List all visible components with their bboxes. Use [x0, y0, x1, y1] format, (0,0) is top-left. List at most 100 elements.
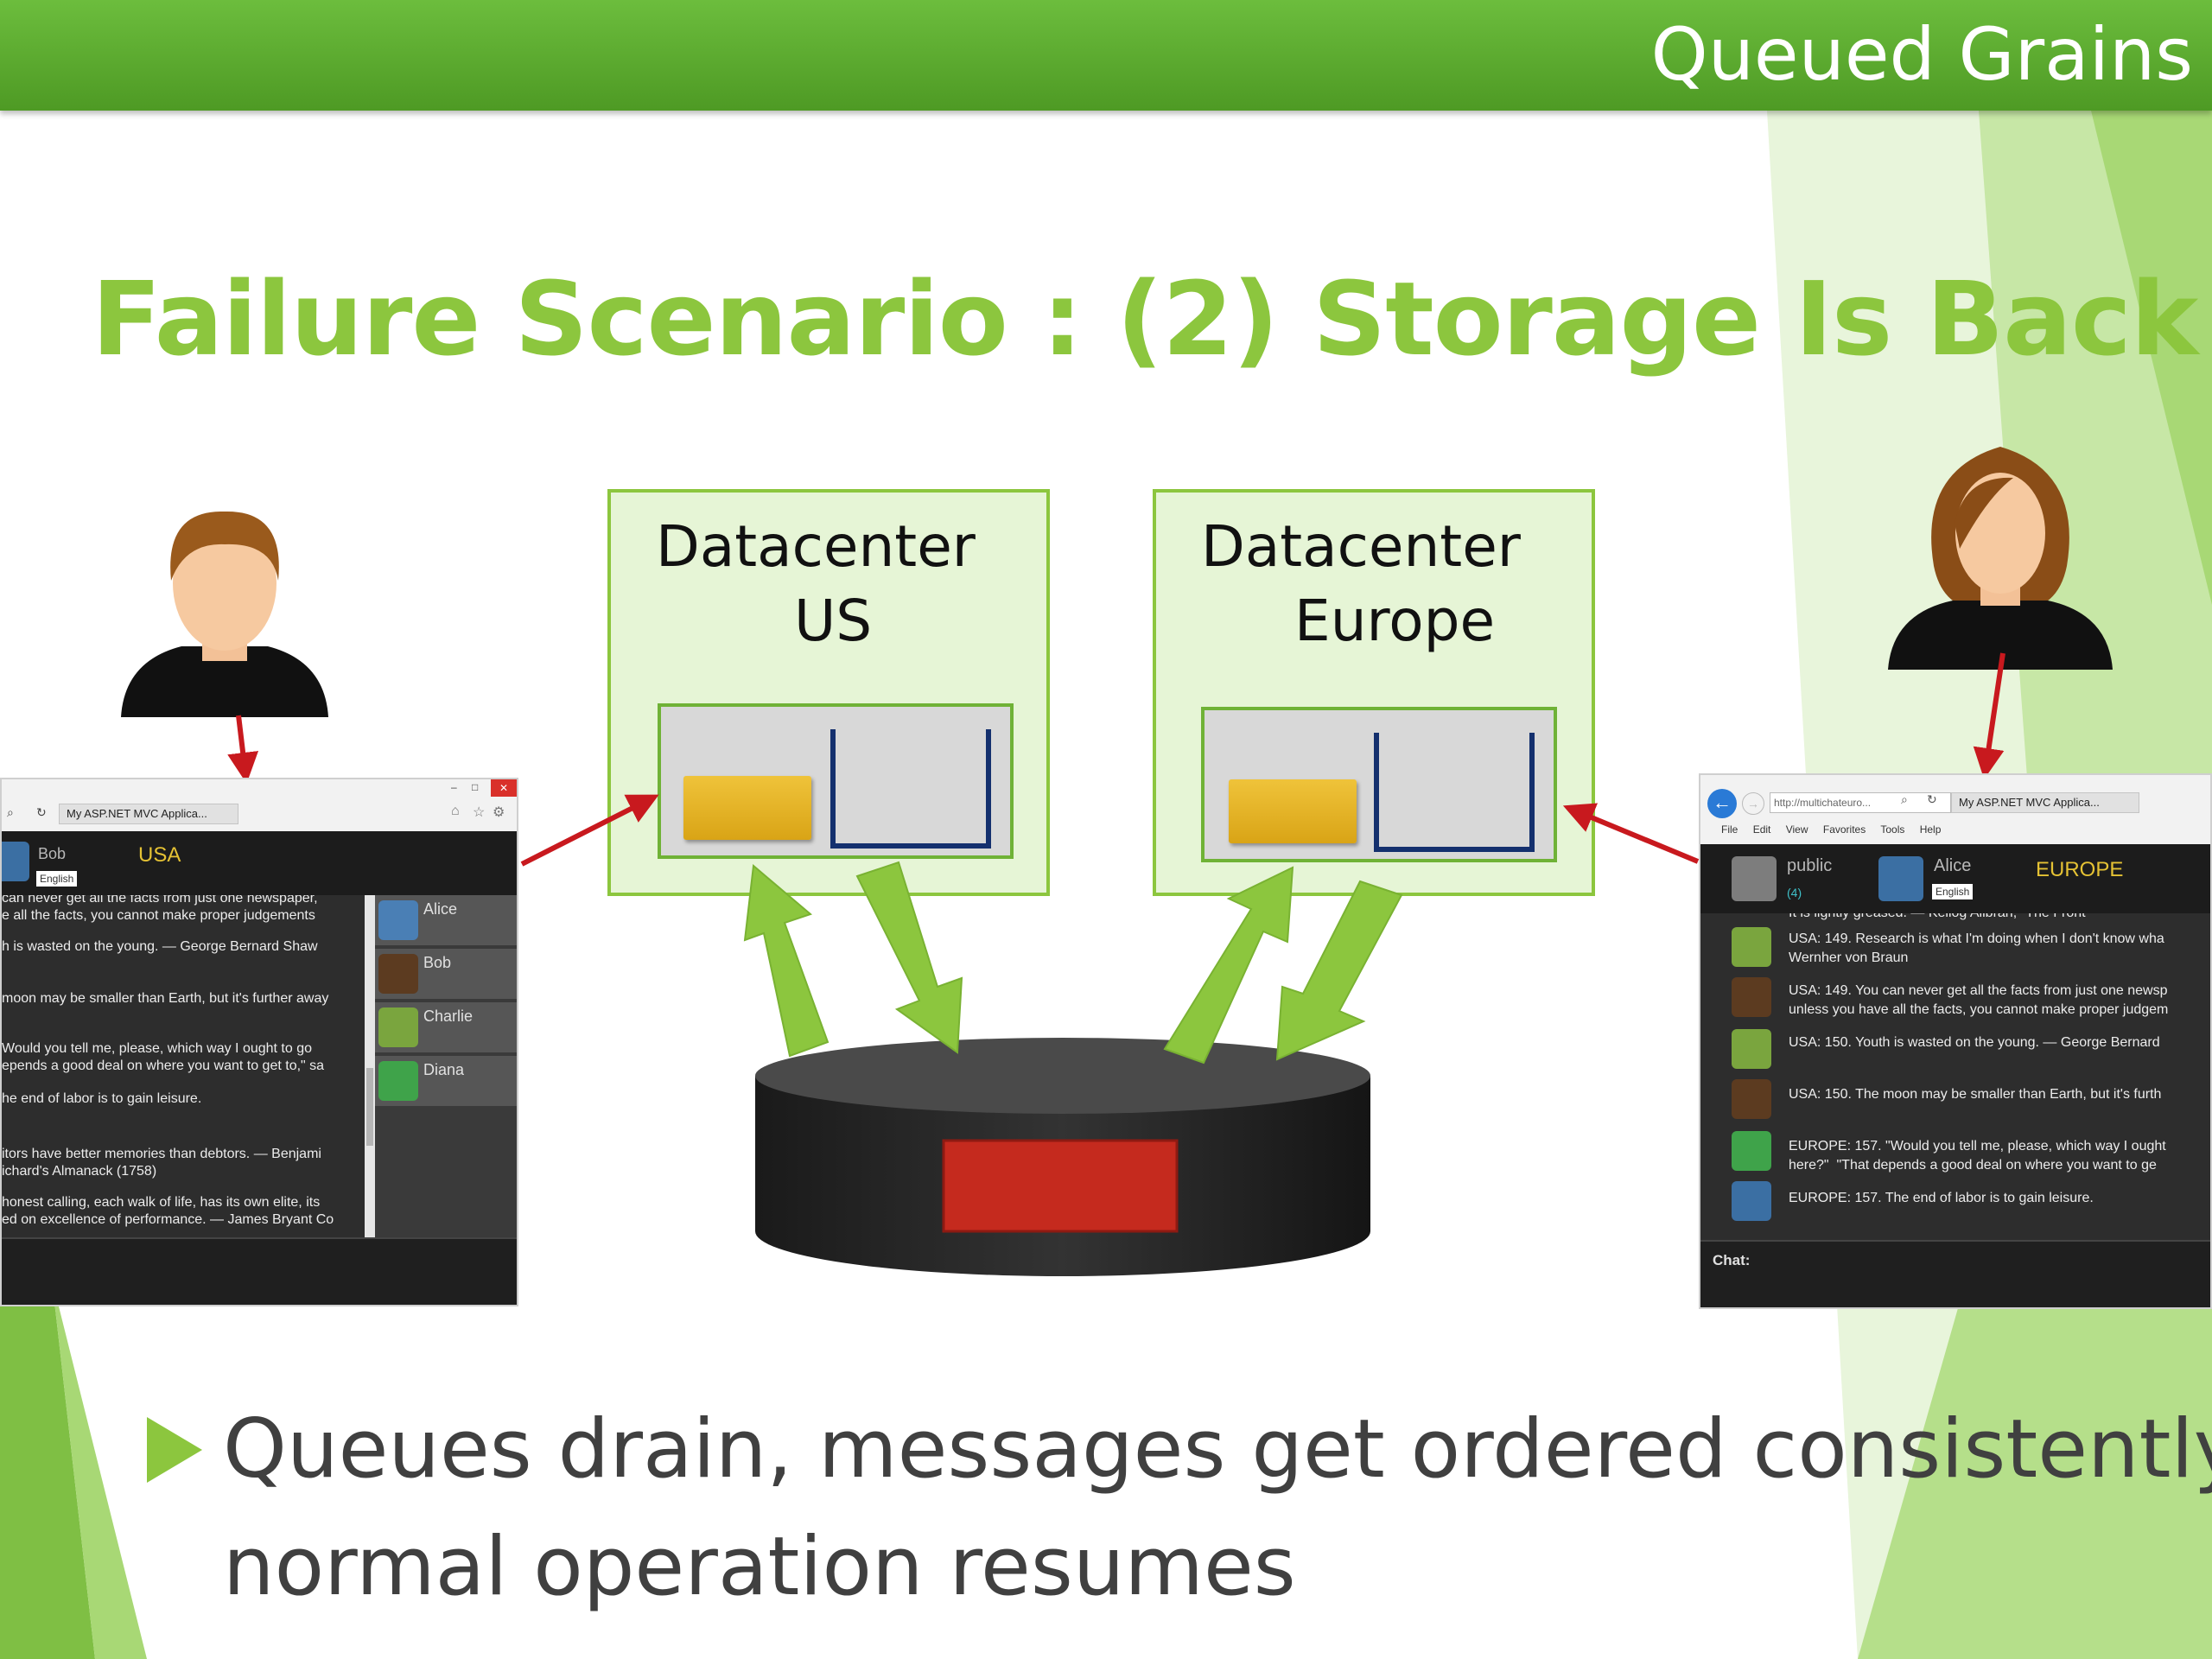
avatar: [1732, 1029, 1771, 1069]
favorites-icon[interactable]: ☆: [473, 805, 486, 820]
message-line: he end of labor is to gain leisure.: [2, 1091, 202, 1106]
gear-icon[interactable]: ⚙: [493, 805, 505, 820]
avatar: [1878, 856, 1923, 901]
minimize-icon[interactable]: –: [451, 781, 457, 793]
avatar: [378, 954, 418, 994]
user-woman-icon: [1888, 447, 2113, 670]
message-line: epends a good deal on where you want to …: [2, 1058, 325, 1073]
address-bar[interactable]: http://multichateuro...: [1770, 792, 1951, 813]
message-line: USA: 149. Research is what I'm doing whe…: [1789, 931, 2164, 946]
avatar: [1732, 977, 1771, 1017]
chat-header: Bob English USA: [2, 831, 517, 895]
header-title: Queued Grains: [1650, 12, 2193, 97]
home-icon[interactable]: ⌂: [451, 804, 460, 818]
avatar: [1732, 1079, 1771, 1119]
refresh-icon[interactable]: ↻: [1927, 792, 1937, 806]
datacenter-europe-label-line2: Europe: [1294, 588, 1496, 654]
search-icon[interactable]: ⌕: [1901, 792, 1908, 806]
chat-header: public (4) Alice English EUROPE: [1700, 844, 2210, 913]
message-line: itors have better memories than debtors.…: [2, 1147, 321, 1161]
back-icon[interactable]: ←: [1707, 789, 1737, 818]
datacenter-us-label-line2: US: [794, 588, 873, 654]
refresh-icon[interactable]: ↻: [36, 805, 47, 819]
channel-avatar: [1732, 856, 1777, 901]
message-list: It is lightly greased. — Kellog Allbran,…: [1700, 913, 2210, 1240]
avatar: [1732, 927, 1771, 967]
storage-status-indicator: [942, 1139, 1179, 1233]
user-name: Alice: [1934, 856, 1972, 875]
datacenter-europe-box: Datacenter Europe: [1153, 489, 1595, 896]
queue-message-item: [1229, 779, 1357, 843]
user-list: Alice Bob Charlie Diana: [375, 895, 517, 1237]
maximize-icon[interactable]: □: [472, 781, 479, 793]
chat-label: Chat:: [1713, 1252, 1751, 1268]
avatar: [1732, 1131, 1771, 1171]
message-line: can never get all the facts from just on…: [2, 895, 318, 906]
message-line: moon may be smaller than Earth, but it's…: [2, 991, 329, 1006]
message-line: Wernher von Braun: [1789, 950, 1909, 965]
avatar: [378, 1007, 418, 1047]
browser-tab[interactable]: My ASP.NET MVC Applica...: [59, 804, 238, 824]
menu-item-view[interactable]: View: [1785, 823, 1808, 836]
message-line: Would you tell me, please, which way I o…: [2, 1041, 313, 1056]
left-browser-window: – □ ✕ ⌕ ↻ My ASP.NET MVC Applica... ⌂ ☆ …: [0, 778, 518, 1306]
user-list-item[interactable]: Alice: [375, 895, 517, 947]
slide-title: Failure Scenario : (2) Storage Is Back: [92, 259, 2198, 378]
storage-cylinder: [755, 1038, 1370, 1276]
language-select[interactable]: English: [1932, 884, 1974, 899]
user-name: Bob: [38, 845, 67, 862]
queue-message-item: [683, 776, 811, 840]
chat-input[interactable]: [2, 1237, 517, 1305]
scrollbar-thumb[interactable]: [366, 1068, 373, 1146]
queue-container: [830, 729, 991, 849]
menu-item-help[interactable]: Help: [1919, 823, 1942, 836]
header-bar: Queued Grains: [0, 0, 2212, 111]
message-list: can never get all the facts from just on…: [2, 895, 365, 1237]
bullet-icon: [147, 1417, 202, 1483]
browser-chrome: ← → http://multichateuro... ⌕ ↻ My ASP.N…: [1700, 775, 2210, 845]
user-man-icon: [121, 511, 328, 717]
message-line: h is wasted on the young. — George Berna…: [2, 939, 318, 954]
language-select[interactable]: English: [36, 871, 78, 887]
datacenter-europe-queue: [1201, 707, 1557, 862]
channel-name[interactable]: public: [1787, 856, 1833, 875]
message-line: USA: 150. The moon may be smaller than E…: [1789, 1087, 2162, 1102]
datacenter-us-box: Datacenter US: [607, 489, 1050, 896]
close-icon[interactable]: ✕: [491, 779, 517, 797]
menu-item-edit[interactable]: Edit: [1752, 823, 1771, 836]
message-line: ichard's Almanack (1758): [2, 1164, 157, 1179]
menu-item-file[interactable]: File: [1721, 823, 1738, 836]
message-line: USA: 149. You can never get all the fact…: [1789, 983, 2168, 998]
avatar: [378, 1061, 418, 1101]
user-list-item[interactable]: Bob: [375, 949, 517, 1001]
right-browser-window: ← → http://multichateuro... ⌕ ↻ My ASP.N…: [1699, 773, 2212, 1309]
avatar: [378, 900, 418, 940]
scrollbar[interactable]: [365, 895, 375, 1237]
browser-tab[interactable]: My ASP.NET MVC Applica...: [1951, 792, 2139, 813]
message-line: e all the facts, you cannot make proper …: [2, 908, 315, 923]
channel-count: (4): [1787, 886, 1802, 899]
forward-icon[interactable]: →: [1742, 792, 1764, 815]
chat-input[interactable]: Chat:: [1700, 1240, 2210, 1307]
avatar: [1732, 1181, 1771, 1221]
menu-item-tools[interactable]: Tools: [1880, 823, 1905, 836]
message-line: here?" "That depends a good deal on wher…: [1789, 1158, 2157, 1173]
user-list-item[interactable]: Diana: [375, 1056, 517, 1108]
bullet-text-line1: Queues drain, messages get ordered consi…: [223, 1402, 2212, 1497]
message-line: USA: 150. Youth is wasted on the young. …: [1789, 1035, 2160, 1050]
menu-bar: File Edit View Favorites Tools Help: [1721, 823, 1941, 841]
region-label: USA: [138, 843, 181, 867]
menu-item-favorites[interactable]: Favorites: [1822, 823, 1866, 836]
title-bar: – □ ✕: [448, 779, 517, 798]
message-line: EUROPE: 157. The end of labor is to gain…: [1789, 1191, 2094, 1205]
datacenter-us-queue: [658, 703, 1014, 859]
avatar: [2, 842, 29, 881]
datacenter-us-label-line1: Datacenter: [656, 513, 976, 580]
user-list-item[interactable]: Charlie: [375, 1002, 517, 1054]
message-line: honest calling, each walk of life, has i…: [2, 1195, 321, 1210]
region-label: EUROPE: [2036, 858, 2124, 881]
browser-chrome: – □ ✕ ⌕ ↻ My ASP.NET MVC Applica... ⌂ ☆ …: [2, 779, 517, 832]
search-icon[interactable]: ⌕: [7, 805, 14, 819]
queue-container: [1374, 733, 1535, 852]
message-line: unless you have all the facts, you canno…: [1789, 1002, 2169, 1017]
